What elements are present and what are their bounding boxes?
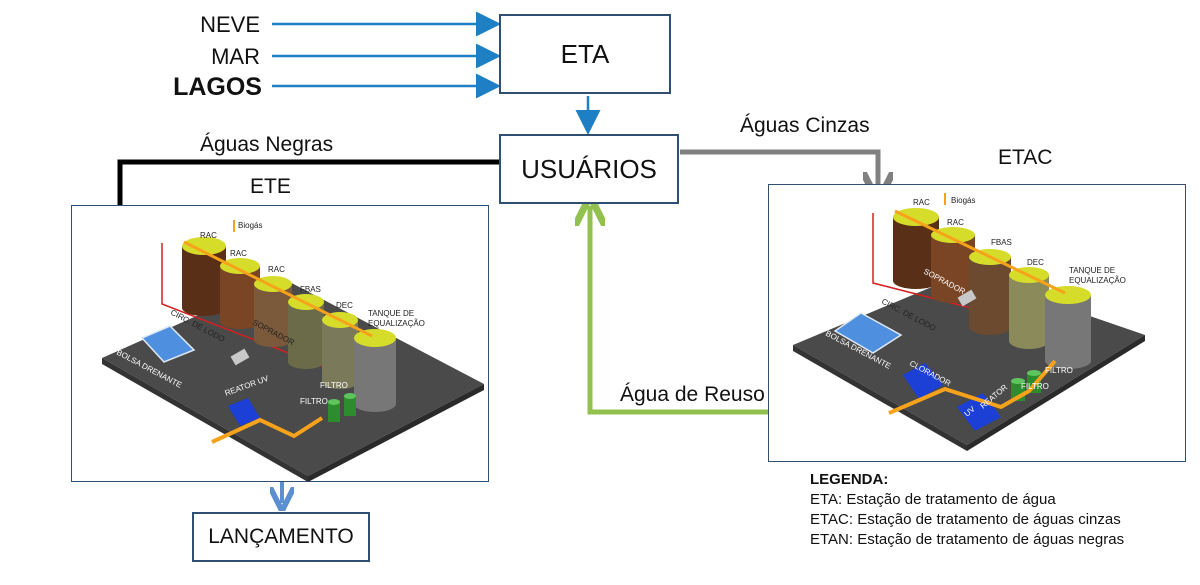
etac-clorador [903, 363, 943, 399]
ete-label-tanque2: EQUALIZAÇÃO [368, 319, 425, 328]
ete-discharge-pipe [211, 416, 324, 444]
etac-tank-fbas [969, 249, 1011, 335]
etac-discharge-pipe [888, 359, 1057, 415]
ete-label-rac3: RAC [268, 265, 285, 274]
ete-label-biogas: Biogás [238, 221, 262, 230]
ete-illustration: RAC Biogás RAC RAC FBAS DEC TANQUE DE EQ… [102, 220, 484, 482]
ete-tank-equalizacao [354, 329, 396, 412]
ete-soprador [230, 348, 250, 366]
source-lagos-label: LAGOS [173, 73, 262, 101]
etac-label-filtro2: FILTRO [1021, 382, 1049, 391]
eta-label: ETA [560, 38, 610, 69]
etac-title: ETAC [998, 146, 1053, 169]
ete-label-fbas: FBAS [300, 285, 321, 294]
source-mar-label: MAR [211, 44, 260, 69]
ete-title: ETE [250, 175, 291, 198]
ete-panel: RAC Biogás RAC RAC FBAS DEC TANQUE DE EQ… [71, 205, 489, 482]
ete-platform [102, 278, 484, 476]
legend: LEGENDA: ETA: Estação de tratamento de á… [810, 470, 1190, 550]
ete-label-tanque1: TANQUE DE [368, 309, 414, 318]
etac-label-tanque2: EQUALIZAÇÃO [1069, 276, 1126, 285]
ete-reator-uv [228, 398, 260, 426]
etac-tank-dec [1009, 267, 1049, 349]
eta-box[interactable]: ETA [499, 14, 671, 94]
etac-tank-equalizacao [1045, 286, 1091, 369]
lancamento-box[interactable]: LANÇAMENTO [192, 512, 370, 562]
etac-label-tanque1: TANQUE DE [1069, 266, 1115, 275]
legend-item-etan: ETAN: Estação de tratamento de águas neg… [810, 531, 1125, 548]
source-neve-label: NEVE [200, 12, 260, 37]
ete-tank-fbas [288, 294, 324, 369]
ete-tank-dec [322, 312, 358, 389]
ete-label-rac2: RAC [230, 249, 247, 258]
ete-bolsa-drenante [140, 325, 196, 363]
etac-pipe-top [894, 209, 1066, 295]
etac-label-fbas: FBAS [991, 238, 1012, 247]
arrow-aguas-cinzas [680, 149, 878, 192]
legend-item-eta: ETA: Estação de tratamento de água [810, 491, 1056, 508]
ete-tank-rac2 [220, 258, 260, 329]
etac-label-dec: DEC [1027, 258, 1044, 267]
etac-label-rac1: RAC [913, 198, 930, 207]
ete-label-filtro1: FILTRO [320, 381, 348, 390]
ete-filtros [328, 393, 356, 422]
etac-label-biogas: Biogás [951, 196, 975, 205]
etac-label-filtro1: FILTRO [1045, 366, 1073, 375]
agua-reuso-label: Água de Reuso [620, 383, 765, 406]
usuarios-label: USUÁRIOS [521, 153, 657, 184]
etac-bolsa-drenante [833, 312, 903, 354]
ete-label-dec: DEC [336, 301, 353, 310]
lancamento-label: LANÇAMENTO [208, 525, 354, 548]
legend-item-etac: ETAC: Estação de tratamento de águas cin… [810, 511, 1121, 528]
ete-label-filtro2: FILTRO [300, 397, 328, 406]
etac-soprador [957, 289, 977, 307]
etac-panel: RAC Biogás RAC FBAS DEC TANQUE DE EQUALI… [768, 184, 1186, 462]
ete-label-rac1: RAC [200, 231, 217, 240]
etac-illustration: RAC Biogás RAC FBAS DEC TANQUE DE EQUALI… [793, 193, 1145, 451]
aguas-negras-label: Águas Negras [200, 133, 334, 156]
usuarios-box[interactable]: USUÁRIOS [499, 134, 679, 204]
legend-title: LEGENDA: [810, 471, 889, 488]
ete-tank-rac1 [182, 237, 226, 316]
ete-pipe-top [183, 240, 373, 338]
aguas-cinzas-label: Águas Cinzas [740, 114, 870, 137]
etac-label-rac2: RAC [947, 218, 964, 227]
